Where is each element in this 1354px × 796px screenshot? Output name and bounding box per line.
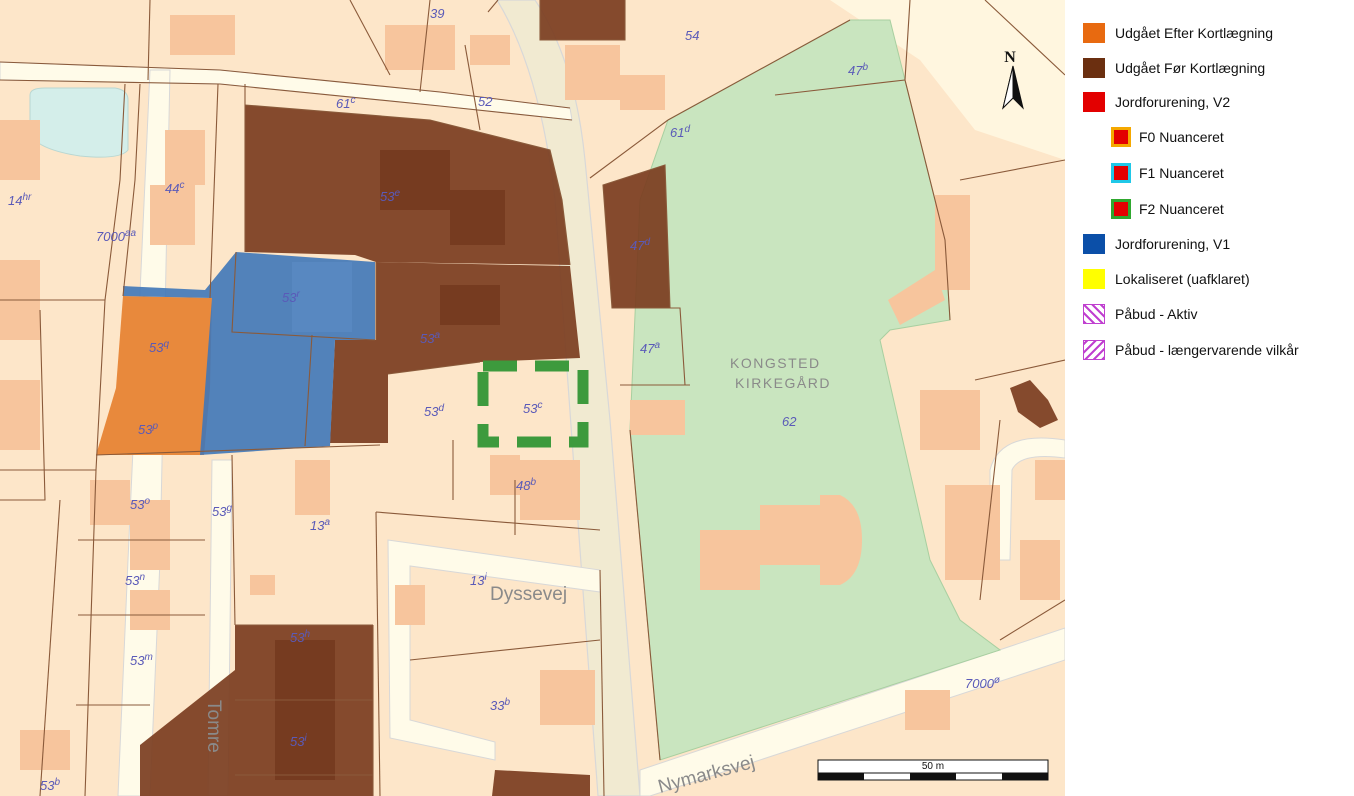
parcel-label: 48b [516, 477, 536, 493]
udgaaet-efter-kortlaegning-areas [96, 296, 212, 455]
legend-label: Udgået Før Kortlægning [1115, 60, 1266, 76]
pond [29, 87, 129, 158]
parcel-label: 53h [290, 629, 310, 645]
legend-swatch [1083, 92, 1105, 112]
street-label-dyssevej: Dyssevej [490, 584, 567, 605]
legend-label: F0 Nuanceret [1139, 129, 1224, 145]
building-shadows [275, 150, 505, 780]
legend-label: Påbud - Aktiv [1115, 306, 1198, 322]
parcel-label: 53o [130, 496, 150, 512]
north-label: N [1004, 49, 1016, 66]
legend-label: F2 Nuanceret [1139, 201, 1224, 217]
f2-nuanceret-outline [477, 360, 589, 448]
parcel-label: 53a [420, 330, 440, 346]
legend-item-udgaaet-foer: Udgået Før Kortlægning [1083, 58, 1265, 78]
legend-label: Jordforurening, V1 [1115, 236, 1231, 252]
legend-swatch [1083, 269, 1105, 289]
parcel-label: 53q [149, 339, 169, 355]
map-canvas[interactable]: 39 54 47b 61c 52 61d 14hr 44c 53e 7000aa… [0, 0, 1065, 796]
parcel-label: 54 [685, 28, 699, 43]
parcel-label: 53p [138, 421, 158, 437]
place-label-line-2: KIRKEGÅRD [735, 375, 831, 391]
parcel-label: 53m [130, 652, 153, 668]
legend-item-udgaaet-efter: Udgået Efter Kortlægning [1083, 23, 1273, 43]
legend-label: Udgået Efter Kortlægning [1115, 25, 1273, 41]
open-area [830, 0, 1065, 160]
parcel-label: 47d [630, 237, 650, 253]
legend-swatch [1083, 23, 1105, 43]
legend-item-f1-nuanceret: F1 Nuanceret [1111, 163, 1224, 183]
parcel-label: 53g [212, 503, 232, 519]
legend-swatch [1111, 127, 1131, 147]
legend-label: Jordforurening, V2 [1115, 94, 1231, 110]
parcel-label: 44c [165, 180, 184, 196]
legend-swatch [1111, 163, 1131, 183]
building [292, 262, 352, 332]
street-label-tomre: Tomre [203, 700, 224, 753]
church-building [700, 495, 862, 590]
legend-item-f2-nuanceret: F2 Nuanceret [1111, 199, 1224, 219]
legend-label: Påbud - længervarende vilkår [1115, 342, 1299, 358]
parcel-label: 39 [430, 6, 444, 21]
parcel-label: 61d [670, 124, 690, 140]
parcel-labels: 39 54 47b 61c 52 61d 14hr 44c 53e 7000aa… [8, 6, 1000, 793]
parcel-label: 7000ø [965, 675, 1000, 691]
legend-label: Lokaliseret (uafklaret) [1115, 271, 1250, 287]
legend-item-lokaliseret: Lokaliseret (uafklaret) [1083, 269, 1250, 289]
parcel-label: 52 [478, 94, 493, 109]
parcel-label: 53d [424, 403, 444, 419]
legend-item-paabud-laengervarende: Påbud - længervarende vilkår [1083, 340, 1299, 360]
parcel-label: 13i [470, 572, 487, 588]
legend-swatch [1083, 340, 1105, 360]
map-legend: Udgået Efter Kortlægning Udgået Før Kort… [1065, 0, 1354, 796]
parcel-label: 47a [640, 340, 660, 356]
parcel-label: 53c [523, 400, 542, 416]
parcel-label: 53e [380, 188, 400, 204]
legend-swatch [1083, 234, 1105, 254]
legend-label: F1 Nuanceret [1139, 165, 1224, 181]
parcel-label: 47b [848, 62, 868, 78]
place-label-line-1: KONGSTED [730, 355, 821, 371]
building [888, 270, 945, 325]
legend-item-f0-nuanceret: F0 Nuanceret [1111, 127, 1224, 147]
legend-swatch [1083, 304, 1105, 324]
parcel-label: 62 [782, 414, 797, 429]
legend-item-jordforurening-v1: Jordforurening, V1 [1083, 234, 1230, 254]
parcel-label: 33b [490, 697, 510, 713]
parcel-label: 53i [290, 733, 307, 749]
parcel-label: 61c [336, 95, 355, 111]
buildings [0, 15, 1065, 770]
parcel-label: 7000aa [96, 228, 136, 244]
parcel-label: 13a [310, 517, 330, 533]
scale-label: 50 m [922, 761, 944, 772]
parcel-label: 53n [125, 572, 145, 588]
legend-swatch [1111, 199, 1131, 219]
parcel-label: 14hr [8, 192, 32, 208]
scale-bar: 50 m [817, 759, 1049, 781]
legend-item-jordforurening-v2: Jordforurening, V2 [1083, 92, 1230, 112]
parcel-boundaries [0, 0, 1065, 796]
parcel-label: 53b [40, 777, 60, 793]
north-arrow-icon: N [1002, 49, 1024, 110]
parcel-label: 53r [282, 289, 300, 305]
legend-item-paabud-aktiv: Påbud - Aktiv [1083, 304, 1198, 324]
legend-swatch [1083, 58, 1105, 78]
